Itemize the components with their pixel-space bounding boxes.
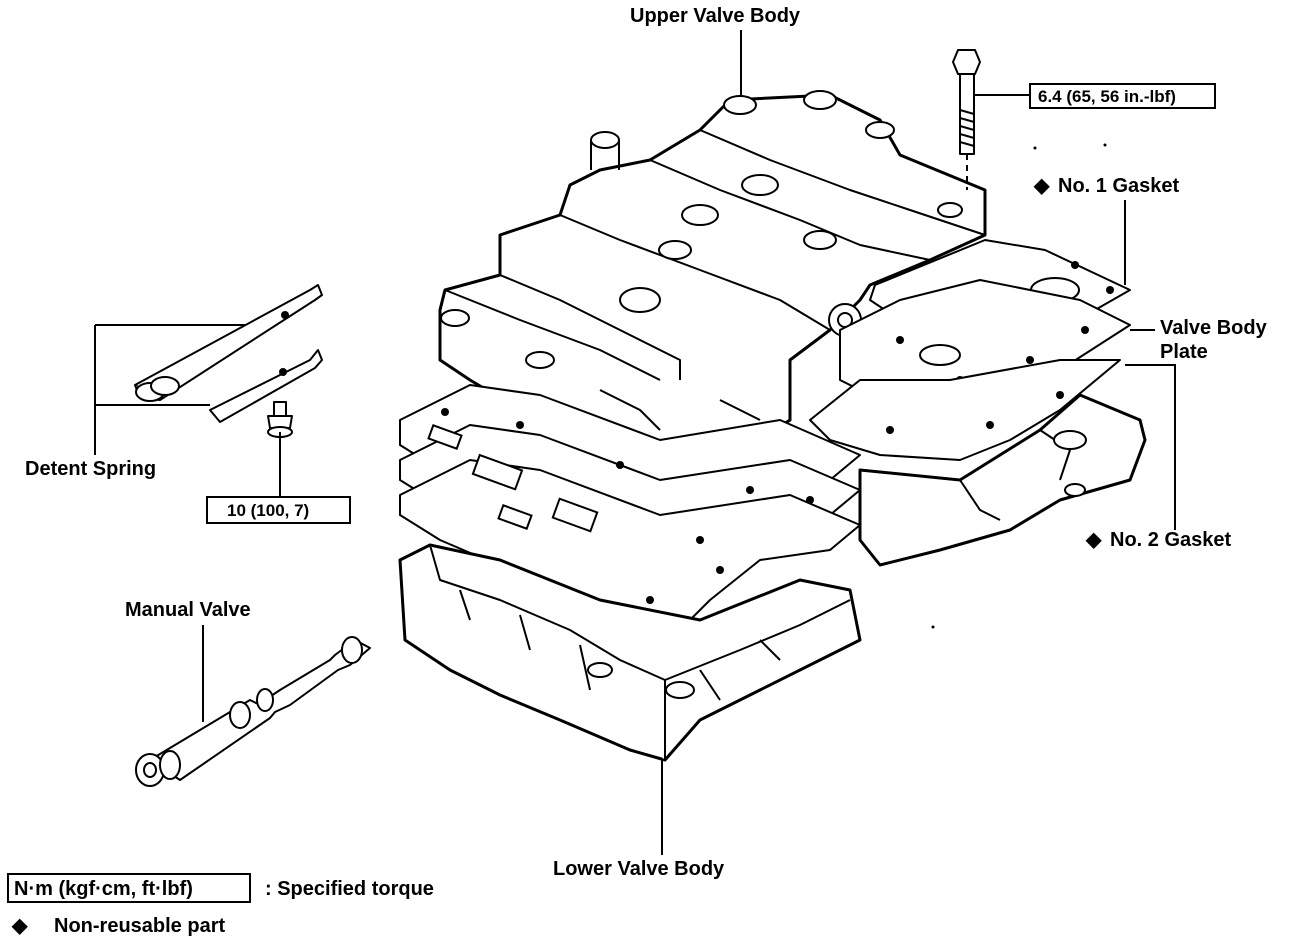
label-no1-gasket: No. 1 Gasket (1058, 175, 1180, 197)
no2-gasket-part (809, 359, 1121, 461)
lower-valve-body-part (398, 543, 862, 762)
legend-torque-desc: : Specified torque (265, 878, 434, 900)
legend-nonreusable: Non-reusable part (54, 915, 225, 937)
label-manual-valve: Manual Valve (125, 599, 251, 621)
diamond-no1: ◆ (1033, 175, 1050, 197)
torque-box-detent (206, 496, 351, 524)
leader-lines (94, 30, 1176, 855)
label-no2-gasket: No. 2 Gasket (1110, 529, 1232, 551)
legend-torque-box (7, 873, 251, 903)
legend: N·m (kgf·cm, ft·lbf) : Specified torque … (7, 873, 434, 937)
label-torque-bolt: 6.4 (65, 56 in.-lbf) (1038, 87, 1176, 106)
rear-valve-body-section (858, 393, 1147, 567)
label-detent-spring: Detent Spring (25, 458, 156, 480)
left-plate-stack (399, 384, 861, 641)
torque-box-bolt (1029, 83, 1216, 109)
upper-valve-body-part (438, 90, 987, 447)
detent-spring-part (134, 284, 323, 423)
diamond-no2: ◆ (1085, 529, 1102, 551)
legend-diamond-icon: ◆ (11, 915, 28, 937)
label-upper-valve-body: Upper Valve Body (630, 5, 801, 27)
label-valve-body-plate-2: Plate (1160, 341, 1208, 363)
label-torque-detent: 10 (100, 7) (227, 501, 309, 520)
label-lower-valve-body: Lower Valve Body (553, 858, 725, 880)
detent-bolt (267, 401, 293, 438)
manual-valve-part (135, 636, 371, 787)
label-valve-body-plate-1: Valve Body (1160, 317, 1268, 339)
valve-body-bolt (952, 49, 981, 190)
legend-torque-units: N·m (kgf·cm, ft·lbf) (14, 878, 193, 900)
